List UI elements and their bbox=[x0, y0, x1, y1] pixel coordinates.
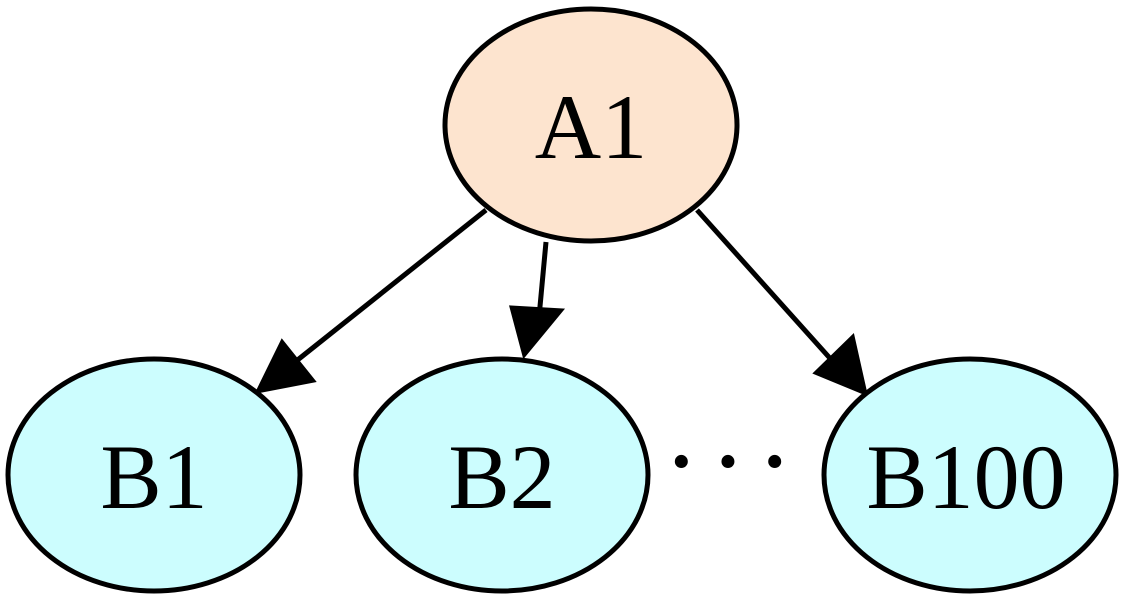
edge-a1-b100-arrowhead bbox=[812, 333, 869, 397]
edge-a1-b1-arrowhead bbox=[254, 338, 317, 395]
ellipsis: · · · bbox=[668, 418, 788, 506]
edge-a1-b1 bbox=[288, 208, 488, 368]
node-b2-shape bbox=[353, 356, 651, 594]
node-b1: B1 bbox=[5, 356, 303, 594]
node-a1-shape bbox=[442, 6, 740, 244]
node-b1-label: B1 bbox=[100, 426, 207, 528]
node-b100-label: B100 bbox=[866, 426, 1065, 528]
edge-a1-b2-arrowhead bbox=[509, 305, 566, 360]
node-b2-label: B2 bbox=[448, 426, 555, 528]
node-a1-label: A1 bbox=[535, 76, 647, 178]
node-b100-shape bbox=[821, 356, 1119, 594]
node-b2: B2 bbox=[353, 356, 651, 594]
edges bbox=[254, 208, 869, 397]
node-b100: B100 bbox=[821, 356, 1119, 594]
node-b1-shape bbox=[5, 356, 303, 594]
node-a1: A1 bbox=[442, 6, 740, 244]
edge-a1-b100 bbox=[695, 208, 847, 377]
